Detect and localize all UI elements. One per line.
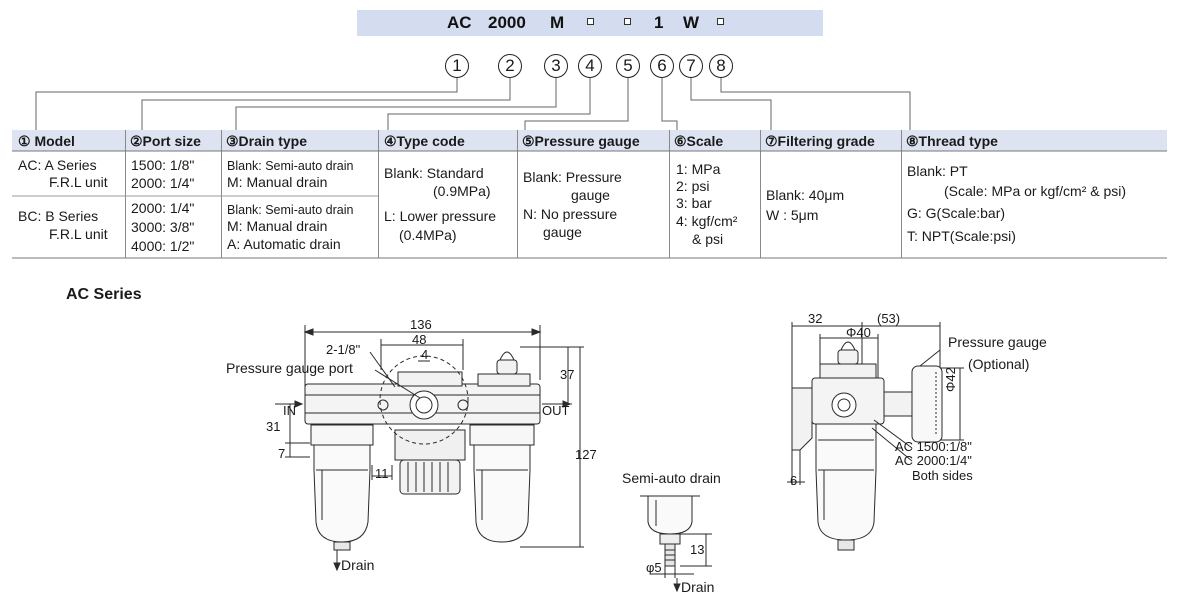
circled-number-6: 6 bbox=[650, 54, 674, 78]
semi-auto-drain-label: Drain bbox=[681, 579, 715, 595]
dim-height: 127 bbox=[575, 447, 597, 462]
in-label: IN bbox=[283, 403, 296, 418]
code-part-drain: M bbox=[550, 13, 565, 32]
drain-diameter: φ5 bbox=[646, 560, 662, 575]
code-blank-box bbox=[587, 18, 594, 25]
side-dim-dia42: Φ42 bbox=[943, 367, 958, 392]
port-size-ac-1500: 1500: 1/8" bbox=[131, 157, 195, 173]
column-divider bbox=[760, 130, 761, 258]
column-divider bbox=[378, 130, 379, 258]
side-both-sides: Both sides bbox=[912, 468, 973, 483]
model-bc-line2: F.R.L unit bbox=[49, 226, 108, 242]
leader-lines bbox=[35, 78, 911, 130]
circled-number-8: 8 bbox=[709, 54, 733, 78]
type-code-lower-pressure: (0.4MPa) bbox=[399, 227, 457, 243]
drain-bc-automatic: A: Automatic drain bbox=[227, 236, 341, 252]
header-port-size: ②Port size bbox=[130, 133, 201, 149]
port-size-ac-2000: 2000: 1/4" bbox=[131, 175, 195, 191]
drain-bc-semi-auto: Blank: Semi-auto drain bbox=[227, 203, 354, 217]
gauge-label: Pressure gauge bbox=[948, 334, 1047, 350]
port-count-label: 2-1/8" bbox=[326, 342, 361, 357]
filter-40um: Blank: 40μm bbox=[766, 187, 845, 203]
column-divider bbox=[669, 130, 670, 258]
out-label: OUT bbox=[542, 403, 570, 418]
gauge-none-cont: gauge bbox=[543, 224, 582, 240]
dim-offset: 7 bbox=[278, 446, 286, 461]
header-filtering-grade: ⑦Filtering grade bbox=[765, 133, 875, 149]
gauge-optional-label: (Optional) bbox=[968, 356, 1030, 372]
scale-psi: 2: psi bbox=[676, 178, 710, 194]
circled-number-3: 3 bbox=[544, 54, 568, 78]
circled-number-2: 2 bbox=[498, 54, 522, 78]
header-drain-type: ③Drain type bbox=[226, 133, 308, 149]
circled-number-5: 5 bbox=[616, 54, 640, 78]
header-type-code: ④Type code bbox=[384, 133, 465, 149]
header-model: ① Model bbox=[18, 133, 75, 149]
scale-mpa: 1: MPa bbox=[676, 161, 721, 177]
scale-kgf-psi: & psi bbox=[692, 231, 724, 247]
drain-height: 13 bbox=[690, 542, 705, 557]
code-blank-box bbox=[717, 18, 724, 25]
table-rules bbox=[12, 150, 1167, 259]
type-code-lower: L: Lower pressure bbox=[384, 208, 497, 224]
thread-npt: T: NPT(Scale:psi) bbox=[907, 228, 1016, 244]
circled-number-7: 7 bbox=[679, 54, 703, 78]
dim-top: 37 bbox=[560, 367, 575, 382]
semi-auto-drain-title: Semi-auto drain bbox=[622, 470, 721, 486]
header-thread-type: ⑧Thread type bbox=[906, 133, 998, 149]
port-size-bc-3000: 3000: 3/8" bbox=[131, 219, 195, 235]
gauge-blank: Blank: Pressure bbox=[523, 169, 622, 185]
dim-width: 136 bbox=[410, 317, 432, 332]
circled-number-4: 4 bbox=[578, 54, 602, 78]
port-size-bc-2000: 2000: 1/4" bbox=[131, 200, 195, 216]
model-bc-line1: BC: B Series bbox=[18, 208, 99, 224]
gauge-none: N: No pressure bbox=[523, 206, 618, 222]
type-code-standard-pressure: (0.9MPa) bbox=[433, 183, 491, 199]
dim-center: 48 bbox=[412, 332, 427, 347]
code-part-size: 2000 bbox=[488, 13, 526, 32]
port-size-bc-4000: 4000: 1/2" bbox=[131, 238, 195, 254]
dim-bowl: 11 bbox=[375, 466, 389, 481]
drain-ac-manual: M: Manual drain bbox=[227, 174, 328, 190]
section-title: AC Series bbox=[66, 286, 142, 303]
column-divider bbox=[125, 130, 126, 258]
code-blank-box bbox=[624, 18, 631, 25]
thread-pt-scale: (Scale: MPa or kgf/cm² & psi) bbox=[944, 183, 1127, 199]
side-port-1: AC 1500:1/8" bbox=[895, 439, 972, 454]
column-divider bbox=[901, 130, 902, 258]
header-pressure-gauge: ⑤Pressure gauge bbox=[522, 133, 640, 149]
dim-port-height: 31 bbox=[266, 419, 281, 434]
filter-5um: W : 5μm bbox=[766, 207, 819, 223]
thread-g: G: G(Scale:bar) bbox=[907, 205, 1006, 221]
code-part-filter: W bbox=[683, 13, 700, 32]
column-divider bbox=[221, 130, 222, 258]
gauge-blank-cont: gauge bbox=[571, 187, 610, 203]
side-dim-bracket: 6 bbox=[790, 473, 798, 488]
side-dim-paren: (53) bbox=[877, 311, 901, 326]
drain-ac-semi-auto: Blank: Semi-auto drain bbox=[227, 159, 354, 173]
side-dim-left: 32 bbox=[808, 311, 823, 326]
table-header bbox=[12, 130, 1167, 151]
circled-number-1: 1 bbox=[445, 54, 469, 78]
scale-kgf: 4: kgf/cm² bbox=[676, 213, 738, 229]
scale-bar: 3: bar bbox=[676, 195, 712, 211]
drain-label: Drain bbox=[341, 557, 375, 573]
pressure-gauge-port-label: Pressure gauge port bbox=[226, 360, 353, 376]
dim-small: 4 bbox=[421, 347, 429, 362]
model-ac-line1: AC: A Series bbox=[18, 157, 97, 173]
type-code-standard: Blank: Standard bbox=[384, 165, 484, 181]
code-part-scale: 1 bbox=[654, 13, 664, 32]
code-part-series: AC bbox=[447, 13, 472, 32]
drain-bc-manual: M: Manual drain bbox=[227, 218, 328, 234]
header-scale: ⑥Scale bbox=[674, 133, 724, 149]
side-port-2: AC 2000:1/4" bbox=[895, 453, 972, 468]
thread-pt: Blank: PT bbox=[907, 163, 968, 179]
side-dim-dia40: Φ40 bbox=[846, 325, 871, 340]
model-ac-line2: F.R.L unit bbox=[49, 174, 108, 190]
column-divider bbox=[517, 130, 518, 258]
